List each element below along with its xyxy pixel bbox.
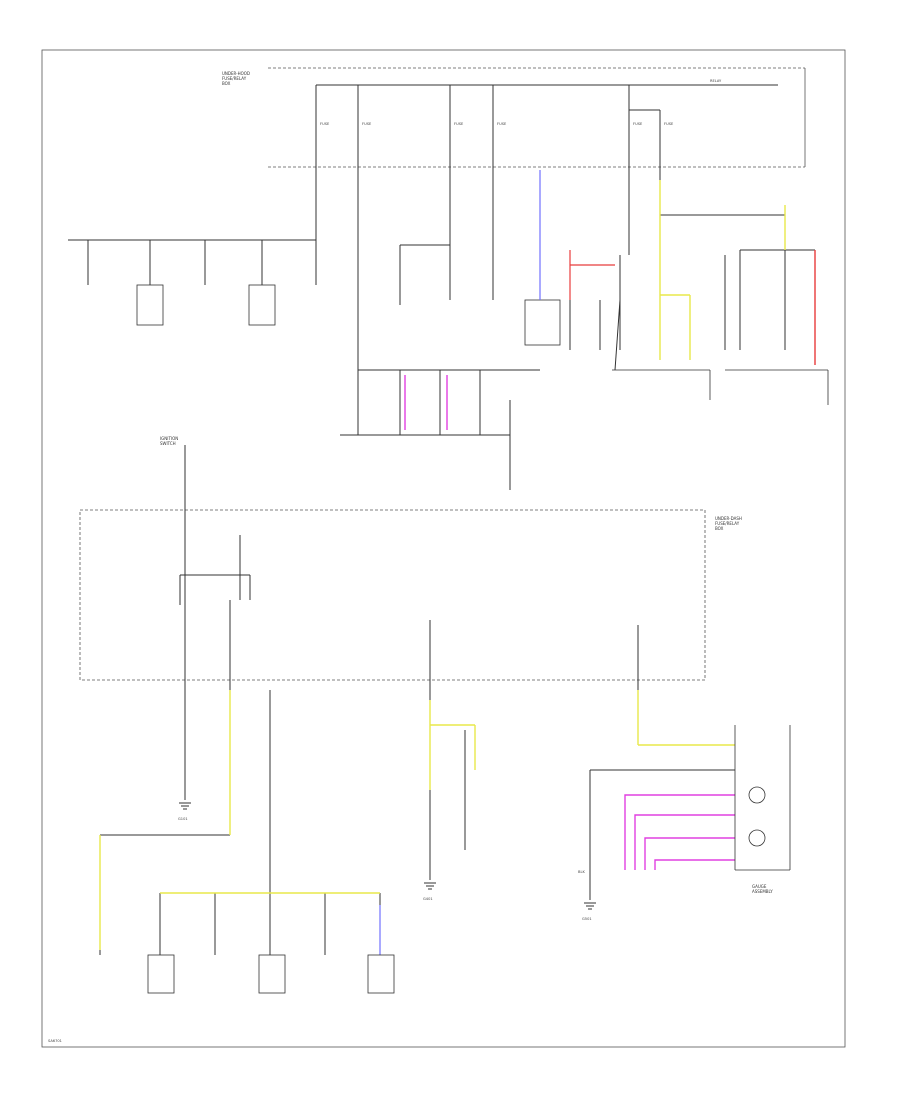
outer-frame <box>41 49 846 1048</box>
page-id: SA6701 <box>48 1039 62 1043</box>
underhood-label-l2: FUSE/RELAY <box>222 76 247 81</box>
cluster-label-l2: ASSEMBLY <box>752 889 773 894</box>
under-dash-internal <box>179 445 639 940</box>
cluster-label-l1: GAUGE <box>752 884 767 889</box>
ground-g501 <box>584 902 596 910</box>
fuse-label-5: FUSE <box>633 122 643 126</box>
under-dash-label-l2: FUSE/RELAY <box>715 521 740 526</box>
underhood-fuse-drops <box>315 85 661 167</box>
fuse-label-2: FUSE <box>362 122 372 126</box>
fuse-label-3: FUSE <box>454 122 464 126</box>
ground-wire-label: BLK <box>578 870 585 874</box>
underhood-label-l1: UNDER-HOOD <box>222 71 250 76</box>
under-dash-fuse-box <box>79 509 706 681</box>
underhood-fuse-box <box>268 67 806 168</box>
top-connectors <box>136 284 829 405</box>
under-dash-label-l3: BOX <box>715 526 724 531</box>
fuse-label-4: FUSE <box>497 122 507 126</box>
fuse-label-6: FUSE <box>664 122 674 126</box>
g101-label: G101 <box>178 817 188 821</box>
fuse-label-1: FUSE <box>320 122 330 126</box>
under-dash-box-label: UNDER-DASH FUSE/RELAY BOX <box>715 516 743 531</box>
yellow-wires-lower <box>99 690 735 950</box>
cluster-label: GAUGE ASSEMBLY <box>752 884 773 894</box>
gauge-assembly <box>734 725 791 871</box>
ground-g101 <box>179 802 191 810</box>
g501-label: G501 <box>582 917 592 921</box>
under-dash-label-l1: UNDER-DASH <box>715 516 742 521</box>
ignition-label-l2: SWITCH <box>160 441 176 446</box>
ground-g401 <box>424 882 436 890</box>
pink-wires-lower <box>624 794 735 870</box>
lower-wires <box>99 690 735 955</box>
g401-label: G401 <box>423 897 433 901</box>
ignition-label-l1: IGNITION <box>160 436 178 441</box>
bottom-connectors <box>147 954 395 994</box>
ignition-switch-label: IGNITION SWITCH <box>160 436 180 446</box>
relay-note: RELAY <box>710 79 722 83</box>
underhood-wires <box>68 167 815 490</box>
underhood-box-label: UNDER-HOOD FUSE/RELAY BOX <box>222 71 251 86</box>
underhood-label-l3: BOX <box>222 81 231 86</box>
